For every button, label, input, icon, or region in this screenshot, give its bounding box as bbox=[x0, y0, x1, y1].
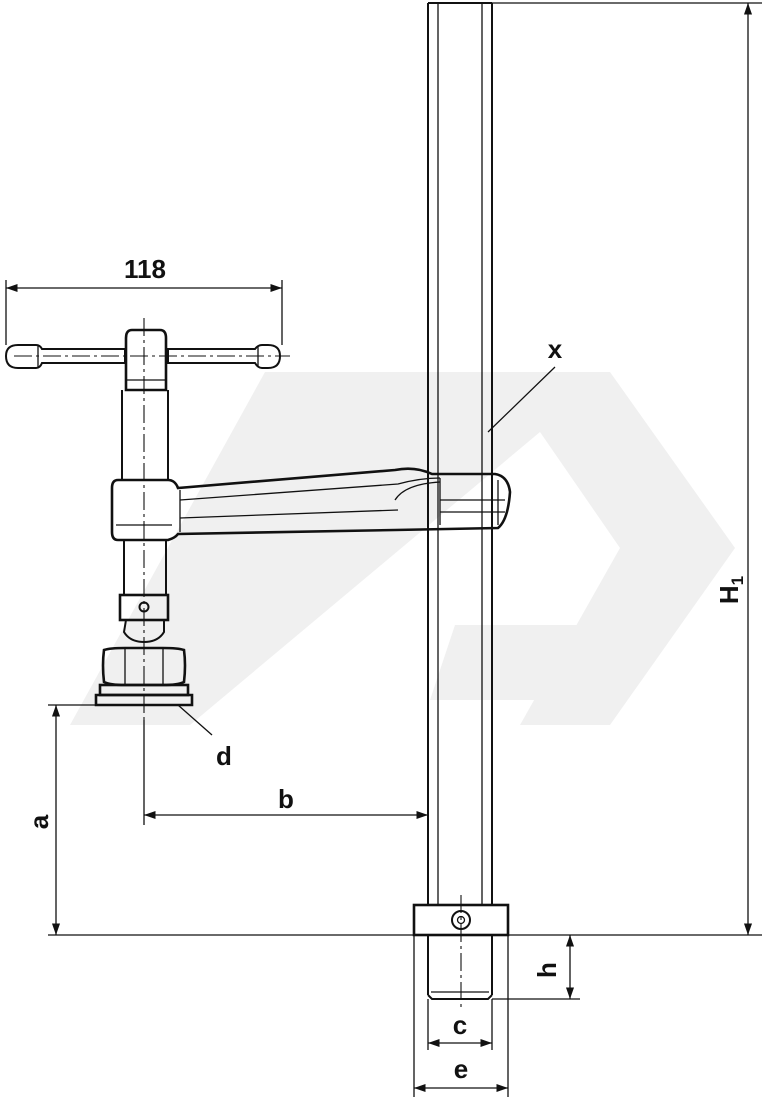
callout-d-label: d bbox=[216, 741, 232, 771]
dimension-e: e bbox=[413, 935, 509, 1097]
dimension-e-label: e bbox=[454, 1054, 468, 1084]
dimension-h1-label: H1 bbox=[714, 576, 747, 604]
rail-bar bbox=[427, 2, 493, 905]
dimension-h-label: h bbox=[532, 962, 562, 978]
callout-x-label: x bbox=[548, 334, 563, 364]
dimension-118: 118 bbox=[5, 254, 283, 345]
dimension-b: b bbox=[143, 720, 428, 825]
dimension-a: a bbox=[24, 704, 762, 936]
dimension-c-label: c bbox=[453, 1010, 467, 1040]
spindle-assembly bbox=[4, 328, 282, 707]
dimension-a-label: a bbox=[24, 814, 54, 829]
dimension-h1: H1 bbox=[492, 2, 762, 935]
dimension-c: c bbox=[427, 999, 493, 1050]
dimension-118-label: 118 bbox=[124, 254, 166, 284]
lower-stub bbox=[427, 935, 493, 1000]
callout-d: d bbox=[177, 704, 232, 771]
watermark-logo bbox=[70, 372, 735, 725]
dimension-h: h bbox=[492, 935, 580, 1000]
callout-x: x bbox=[487, 334, 563, 433]
dimension-b-label: b bbox=[278, 784, 294, 814]
